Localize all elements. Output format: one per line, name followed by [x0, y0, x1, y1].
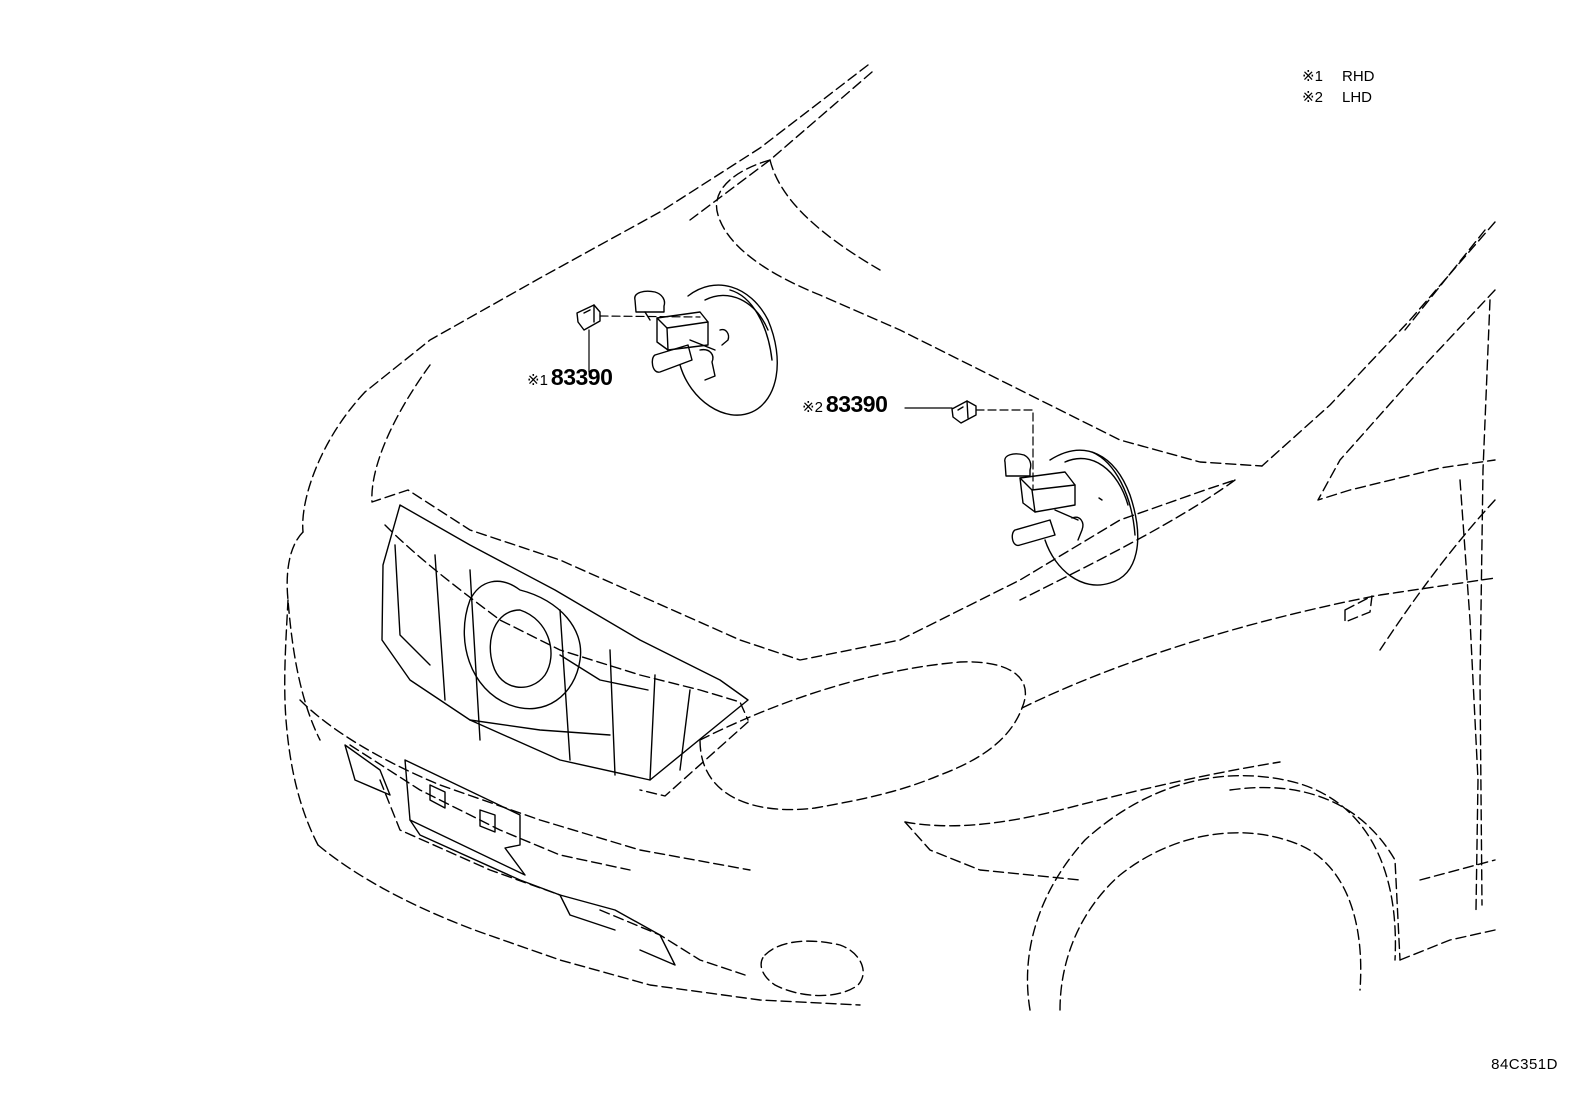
legend-label: RHD — [1342, 68, 1375, 85]
stop-lamp-switch-lhd — [951, 400, 977, 424]
part-number[interactable]: 83390 — [550, 364, 613, 390]
phantom-leaders — [599, 315, 1034, 491]
front-grille — [381, 504, 749, 781]
legend-row-rhd: ※1 RHD — [1302, 66, 1375, 87]
legend-code: ※2 — [1302, 89, 1323, 106]
stop-lamp-switch-rhd — [576, 304, 601, 331]
leader-lines — [588, 329, 953, 409]
legend-label: LHD — [1342, 89, 1373, 106]
brake-booster-rhd — [634, 284, 778, 416]
part-number[interactable]: 83390 — [825, 391, 888, 417]
vehicle-body-outline — [284, 64, 1496, 1011]
legend-code: ※1 — [1302, 68, 1323, 85]
figure-reference: 84C351D — [1491, 1056, 1558, 1073]
legend: ※1 RHD ※2 LHD — [1302, 66, 1375, 108]
lower-grille — [344, 744, 676, 966]
callout-mark: ※1 — [527, 372, 548, 389]
brake-booster-lhd — [1004, 449, 1139, 586]
callout-mark: ※2 — [802, 399, 823, 416]
legend-row-lhd: ※2 LHD — [1302, 87, 1375, 108]
